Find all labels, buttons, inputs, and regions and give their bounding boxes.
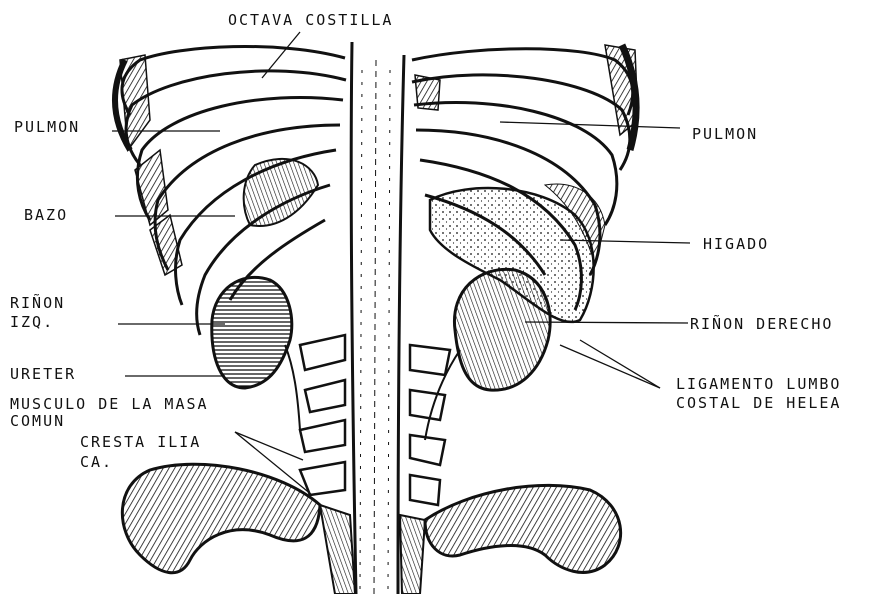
label-musculo-line1: MUSCULO DE LA MASA: [10, 396, 209, 412]
label-ligamento-line2: COSTAL DE HELEA: [676, 395, 841, 411]
sacrum-right: [400, 515, 425, 594]
right-iliac-crest: [425, 485, 621, 572]
left-kidney: [212, 277, 292, 388]
right-kidney: [454, 269, 550, 390]
label-rinon-derecho: RIÑON DERECHO: [690, 316, 833, 332]
left-iliac-crest: [122, 464, 320, 573]
label-rinon-izq-line1: RIÑON: [10, 295, 65, 311]
leader-cresta-a: [235, 432, 303, 460]
spleen: [244, 159, 318, 226]
sacrum: [320, 505, 355, 594]
label-musculo-line2: COMUN: [10, 413, 65, 429]
label-octava-costilla: OCTAVA COSTILLA: [228, 12, 393, 28]
label-ligamento-line1: LIGAMENTO LUMBO: [676, 376, 841, 392]
left-rib-shading: [120, 55, 182, 275]
label-rinon-izq-line2: IZQ.: [10, 314, 54, 330]
label-cresta-line2: CA.: [80, 454, 113, 470]
label-pulmon-right: PULMON: [692, 126, 758, 142]
label-ureter: URETER: [10, 366, 76, 382]
leader-ligamento-b: [580, 340, 660, 388]
leader-ligamento-a: [560, 345, 660, 388]
label-pulmon-left: PULMON: [14, 119, 80, 135]
label-cresta-line1: CRESTA ILIA: [80, 434, 201, 450]
leader-pulmon-right: [500, 122, 680, 128]
label-bazo: BAZO: [24, 207, 68, 223]
label-higado: HIGADO: [703, 236, 769, 252]
ureter-left: [285, 345, 300, 430]
right-rib-shading: [415, 45, 638, 135]
spine: [351, 42, 404, 594]
